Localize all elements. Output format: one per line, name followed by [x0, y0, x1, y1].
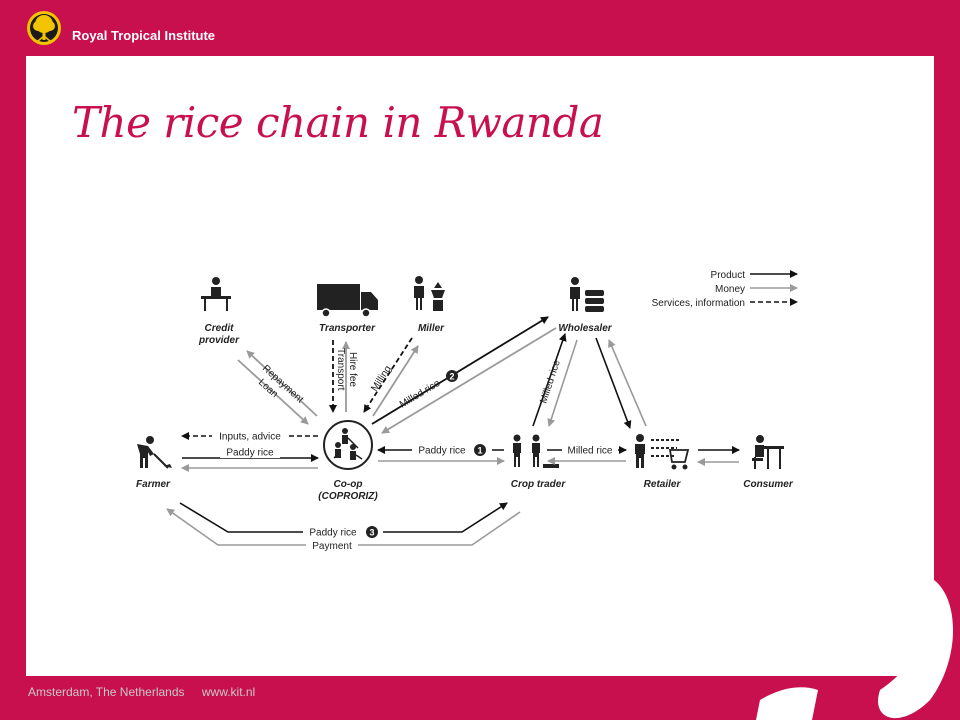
route-badge-2-number: 2	[449, 372, 454, 382]
label-payment: Payment	[312, 541, 352, 552]
rice-chain-diagram: Product Money Services, information	[136, 270, 798, 552]
page-title: The rice chain in Rwanda	[72, 98, 604, 147]
org-name: Royal Tropical Institute	[72, 28, 216, 43]
truck-icon	[317, 284, 378, 318]
node-coop-line1: Co-op	[334, 479, 363, 490]
credit-provider-icon	[201, 277, 231, 311]
legend-money-label: Money	[715, 284, 745, 295]
miller-icon	[414, 276, 445, 311]
arrow-milled-rice-wholesaler	[532, 333, 567, 427]
slide-content: The rice chain in Rwanda Product Money S…	[26, 56, 934, 676]
legend-product-label: Product	[711, 270, 746, 281]
route-badge-3-number: 3	[369, 528, 374, 538]
node-wholesaler: Wholesaler	[558, 323, 612, 334]
crop-trader-icon	[513, 434, 559, 468]
arrow-milling-fee	[372, 345, 419, 417]
node-transporter: Transporter	[319, 323, 376, 334]
node-retailer: Retailer	[644, 479, 682, 490]
arrow-payment-2	[381, 327, 557, 434]
label-paddy-rice-3: Paddy rice	[309, 528, 357, 539]
route-badge-3	[366, 526, 378, 538]
footer-url[interactable]: www.kit.nl	[201, 685, 256, 699]
footer: Amsterdam, The Netherlands www.kit.nl	[28, 685, 269, 699]
arrow-wholesaler-retailer	[595, 337, 632, 429]
node-consumer: Consumer	[743, 479, 794, 490]
coop-icon	[323, 420, 373, 470]
label-transport: Transport	[335, 348, 346, 391]
label-milled-rice-wholesaler: Milled rice	[538, 358, 563, 405]
label-milled-rice: Milled rice	[567, 446, 612, 457]
arrow-repayment	[246, 350, 318, 417]
label-paddy-rice-1: Paddy rice	[418, 446, 466, 457]
consumer-icon	[752, 435, 784, 469]
route-badge-1-number: 1	[477, 446, 482, 456]
tree-logo-icon	[27, 11, 61, 45]
arrow-milled-rice-2	[371, 316, 549, 425]
label-inputs-advice: Inputs, advice	[219, 432, 281, 443]
label-paddy-rice: Paddy rice	[226, 448, 274, 459]
footer-location: Amsterdam, The Netherlands	[28, 685, 185, 699]
node-crop-trader: Crop trader	[511, 479, 567, 490]
route-badge-2	[446, 370, 458, 382]
node-farmer: Farmer	[136, 479, 171, 490]
label-hire-fee: Hire fee	[347, 352, 358, 387]
header-bar: Royal Tropical Institute	[0, 0, 960, 56]
retailer-icon	[635, 434, 690, 470]
arrow-loan	[237, 359, 309, 425]
arrow-payment-wholesaler	[547, 339, 578, 427]
legend-services-label: Services, information	[652, 298, 745, 309]
arrow-milling	[363, 337, 413, 413]
legend: Product Money Services, information	[652, 270, 798, 309]
node-credit-provider-line1: Credit	[205, 323, 235, 334]
node-coop-line2: (COPRORIZ)	[318, 491, 378, 502]
node-credit-provider-line2: provider	[198, 335, 240, 346]
node-miller: Miller	[418, 323, 445, 334]
arrow-retailer-wholesaler-money	[608, 339, 647, 427]
wholesaler-icon	[570, 277, 604, 312]
label-milled-rice-2: Milled rice	[398, 378, 443, 411]
farmer-icon	[137, 436, 172, 469]
route-badge-1	[474, 444, 486, 456]
